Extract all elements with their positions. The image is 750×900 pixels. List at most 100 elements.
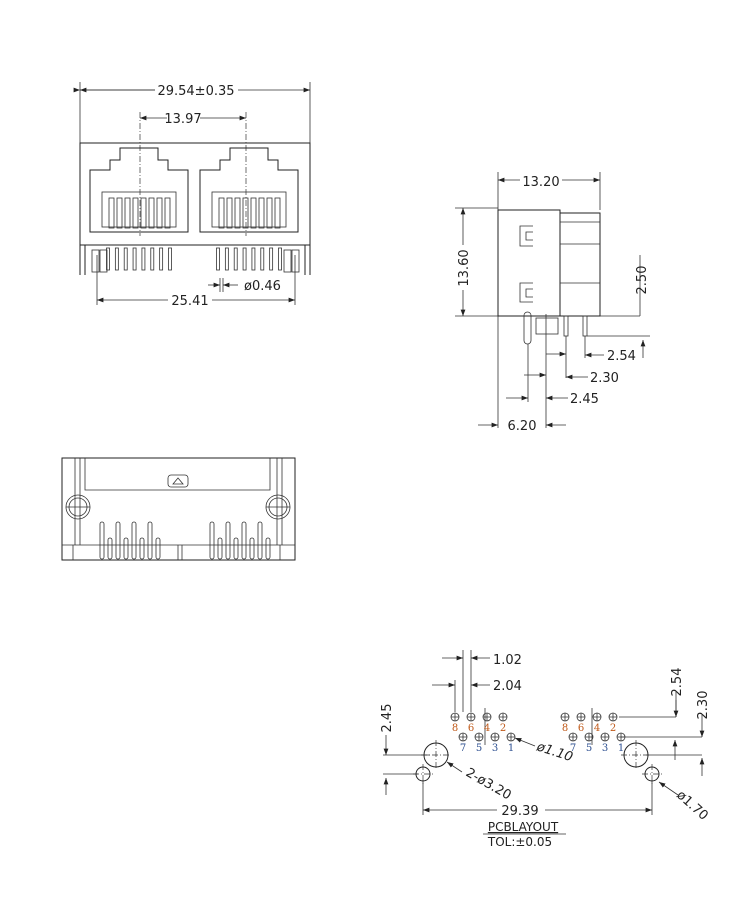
contact: [108, 197, 115, 229]
pin: [257, 521, 263, 560]
pin: [242, 247, 247, 271]
pin-label: 3: [602, 743, 608, 754]
crosshair-icon: [451, 713, 459, 721]
pin-label: 1: [508, 743, 514, 754]
pin-label: 5: [476, 743, 482, 754]
callout-mount-holes: 2-ø3.20: [463, 765, 514, 803]
pcb-layout-title: PCBLAYOUT: [488, 820, 559, 834]
crosshair-icon: [483, 713, 491, 721]
dim-row-spacing: 2.54: [670, 668, 685, 697]
contact: [234, 197, 241, 229]
dim-hole-spacing: 29.39: [501, 804, 538, 819]
dim-row-offset: 2.30: [696, 691, 711, 720]
rj45-port: [89, 147, 189, 233]
crosshair-icon: [601, 733, 609, 741]
pin: [168, 247, 172, 271]
pin: [269, 247, 274, 271]
pin: [241, 521, 247, 560]
pin: [225, 521, 231, 560]
pin: [114, 247, 119, 271]
pin: [278, 247, 282, 271]
crosshair-icon: [507, 733, 515, 741]
pin: [141, 247, 146, 271]
callout-pin-hole: ø1.10: [534, 739, 575, 765]
callout-small-hole: ø1.70: [673, 788, 710, 824]
pin: [209, 521, 215, 560]
crosshair-icon: [491, 733, 499, 741]
crosshair-icon: [561, 713, 569, 721]
dim-left-offset: 2.45: [380, 704, 395, 733]
contact: [124, 197, 131, 229]
dim-2-54: 2.54: [607, 349, 636, 364]
dim-pin-diameter: ø0.46: [244, 279, 281, 294]
front-view: 29.54±0.35 13.97 25.41 ø0.46: [73, 82, 311, 309]
dim-post-spacing: 25.41: [171, 294, 208, 309]
dim-pin-row-offset: 2.50: [635, 266, 650, 295]
pin: [159, 247, 164, 271]
crosshair-icon: [593, 713, 601, 721]
contact: [250, 197, 257, 229]
pin: [233, 247, 238, 271]
pin: [251, 247, 256, 271]
contact: [148, 197, 155, 229]
dim-6-20: 6.20: [508, 419, 537, 434]
dim-2-45: 2.45: [570, 392, 599, 407]
crosshair-icon: [585, 733, 593, 741]
pin: [224, 247, 229, 271]
contact: [218, 197, 225, 229]
pin: [217, 537, 223, 560]
pin-label: 6: [468, 723, 474, 734]
crosshair-icon: [577, 713, 585, 721]
crosshair-icon: [609, 713, 617, 721]
pin-label: 8: [452, 723, 458, 734]
pin: [106, 247, 110, 271]
pin: [265, 537, 271, 560]
crosshair-icon: [459, 733, 467, 741]
dim-2-30: 2.30: [590, 371, 619, 386]
crosshair-icon: [569, 733, 577, 741]
pin-label: 7: [570, 743, 576, 754]
dim-port-pitch: 13.97: [164, 112, 201, 127]
pin-label: 6: [578, 723, 584, 734]
contact: [164, 197, 171, 229]
pin: [107, 537, 113, 560]
dim-overall-width: 29.54±0.35: [157, 84, 234, 99]
crosshair-icon: [467, 713, 475, 721]
pin-label: 2: [610, 723, 616, 734]
pin: [260, 247, 265, 271]
contact: [116, 197, 123, 229]
side-view: 13.20 13.60 2.50 2.54 2.30 2.45: [455, 172, 650, 434]
contact: [156, 197, 163, 229]
contact: [274, 197, 281, 229]
pin: [115, 521, 121, 560]
bottom-view: [61, 457, 296, 561]
pin: [123, 247, 128, 271]
rj45-port: [199, 147, 299, 233]
pin-label: 2: [500, 723, 506, 734]
pin-label: 7: [460, 743, 466, 754]
crosshair-icon: [499, 713, 507, 721]
pin: [99, 521, 105, 560]
contact: [132, 197, 139, 229]
pin: [216, 247, 220, 271]
contact: [242, 197, 249, 229]
pin-label: 5: [586, 743, 592, 754]
dim-depth: 13.20: [522, 175, 559, 190]
pin: [131, 521, 137, 560]
contact: [266, 197, 273, 229]
dim-height: 13.60: [457, 249, 472, 286]
pin: [150, 247, 155, 271]
pin: [139, 537, 145, 560]
dim-pin-pitch: 1.02: [493, 653, 522, 668]
pin: [123, 537, 129, 560]
contact: [226, 197, 233, 229]
crosshair-icon: [475, 733, 483, 741]
pcb-tolerance: TOL:±0.05: [487, 835, 552, 849]
pin-label: 1: [618, 743, 624, 754]
pin-label: 3: [492, 743, 498, 754]
pin-label: 8: [562, 723, 568, 734]
dim-pin-row-pitch: 2.04: [493, 679, 522, 694]
pin-label: 4: [594, 723, 600, 734]
pin: [233, 537, 239, 560]
